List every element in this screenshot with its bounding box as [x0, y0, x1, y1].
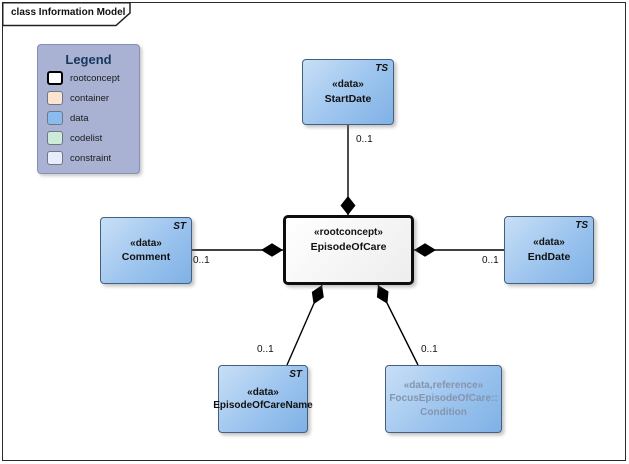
legend-item-rootconcept: rootconcept — [47, 70, 120, 86]
legend-item-label: constraint — [70, 152, 112, 164]
type-label: TS — [575, 220, 588, 231]
constraint-swatch — [47, 151, 63, 165]
frame-title: class Information Model — [11, 7, 126, 18]
legend-item-label: data — [70, 112, 89, 124]
codelist-swatch — [47, 131, 63, 145]
legend-item-constraint: constraint — [47, 150, 111, 166]
class-episodeofcare[interactable]: «rootconcept» EpisodeOfCare — [283, 215, 414, 285]
class-name: EpisodeOfCare — [310, 240, 387, 253]
legend[interactable]: Legend rootconcept container data codeli… — [37, 44, 140, 174]
class-name: EpisodeOfCareName — [213, 400, 313, 411]
multiplicity-comment: 0..1 — [193, 255, 210, 266]
legend-item-container: container — [47, 90, 109, 106]
multiplicity-startdate: 0..1 — [356, 134, 373, 145]
multiplicity-enddate: 0..1 — [482, 255, 499, 266]
class-name: EndDate — [527, 250, 571, 263]
data-swatch — [47, 111, 63, 125]
multiplicity-episodeofcarename: 0..1 — [257, 344, 274, 355]
frame-tab-shape — [2, 2, 131, 27]
stereotype: «rootconcept» — [314, 227, 383, 238]
legend-item-label: rootconcept — [70, 72, 120, 84]
class-name: Comment — [121, 251, 171, 264]
legend-item-label: container — [70, 92, 110, 104]
stereotype: «data» — [130, 237, 162, 249]
legend-item-label: codelist — [70, 132, 103, 144]
container-swatch — [47, 91, 63, 105]
type-label: ST — [173, 221, 186, 232]
stereotype: «data» — [332, 79, 364, 91]
class-enddate[interactable]: TS «data» EndDate — [504, 216, 594, 284]
type-label: ST — [289, 369, 302, 380]
multiplicity-condition: 0..1 — [421, 344, 438, 355]
legend-item-codelist: codelist — [47, 130, 102, 146]
stereotype: «data» — [533, 237, 565, 249]
legend-item-data: data — [47, 110, 89, 126]
class-name: StartDate — [324, 92, 372, 105]
class-episodeofcarename[interactable]: ST «data» EpisodeOfCareName — [213, 365, 313, 433]
class-startdate[interactable]: TS «data» StartDate — [302, 59, 394, 125]
legend-title: Legend — [65, 52, 112, 67]
stereotype: «data» — [247, 386, 279, 398]
class-name-line2: Condition — [420, 406, 467, 418]
stereotype: «data,reference» — [403, 379, 484, 391]
rootconcept-swatch — [47, 71, 63, 85]
class-condition[interactable]: «data,reference» FocusEpisodeOfCare:: Co… — [385, 365, 502, 433]
class-comment[interactable]: ST «data» Comment — [100, 217, 192, 284]
class-name-line1: FocusEpisodeOfCare:: — [389, 393, 498, 405]
type-label: TS — [375, 63, 388, 74]
